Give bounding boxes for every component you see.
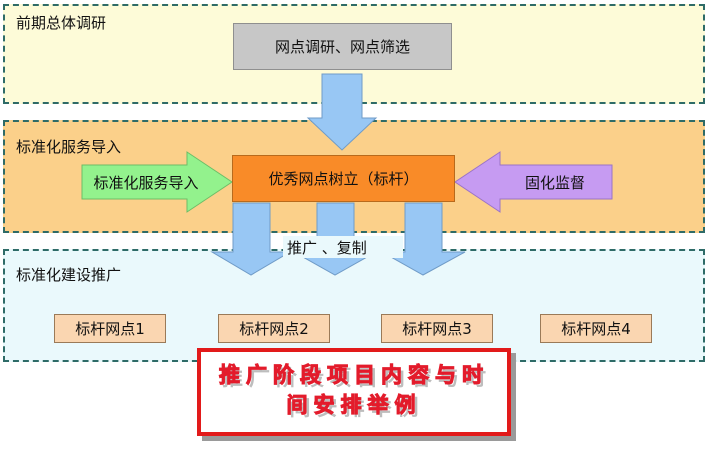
supervise-label: 固化监督 bbox=[524, 173, 585, 192]
promote-label: 推广 、复制 bbox=[283, 236, 403, 258]
down-arrow bbox=[306, 73, 378, 151]
stage-label-service: 标准化服务导入 bbox=[16, 138, 122, 156]
survey-box: 网点调研、网点筛选 bbox=[233, 23, 452, 70]
benchmark-box: 优秀网点树立（标杆） bbox=[232, 155, 455, 202]
benchmark-node-3: 标杆网点3 bbox=[381, 314, 493, 343]
caption-line-1: 推广阶段项目内容与时 bbox=[219, 362, 489, 388]
caption-line-2: 间安排举例 bbox=[286, 392, 422, 418]
caption-box: 推广阶段项目内容与时 间安排举例 bbox=[197, 348, 511, 436]
benchmark-node-4: 标杆网点4 bbox=[540, 314, 652, 343]
benchmark-node-1: 标杆网点1 bbox=[54, 314, 166, 343]
service-import-label: 标准化服务导入 bbox=[93, 173, 199, 192]
benchmark-node-2: 标杆网点2 bbox=[218, 314, 330, 343]
stage-label-build: 标准化建设推广 bbox=[16, 266, 122, 284]
promote-arrow-left bbox=[210, 202, 292, 276]
service-import-arrow bbox=[81, 151, 233, 213]
stage-label-research: 前期总体调研 bbox=[16, 14, 107, 32]
supervise-arrow bbox=[454, 151, 613, 213]
